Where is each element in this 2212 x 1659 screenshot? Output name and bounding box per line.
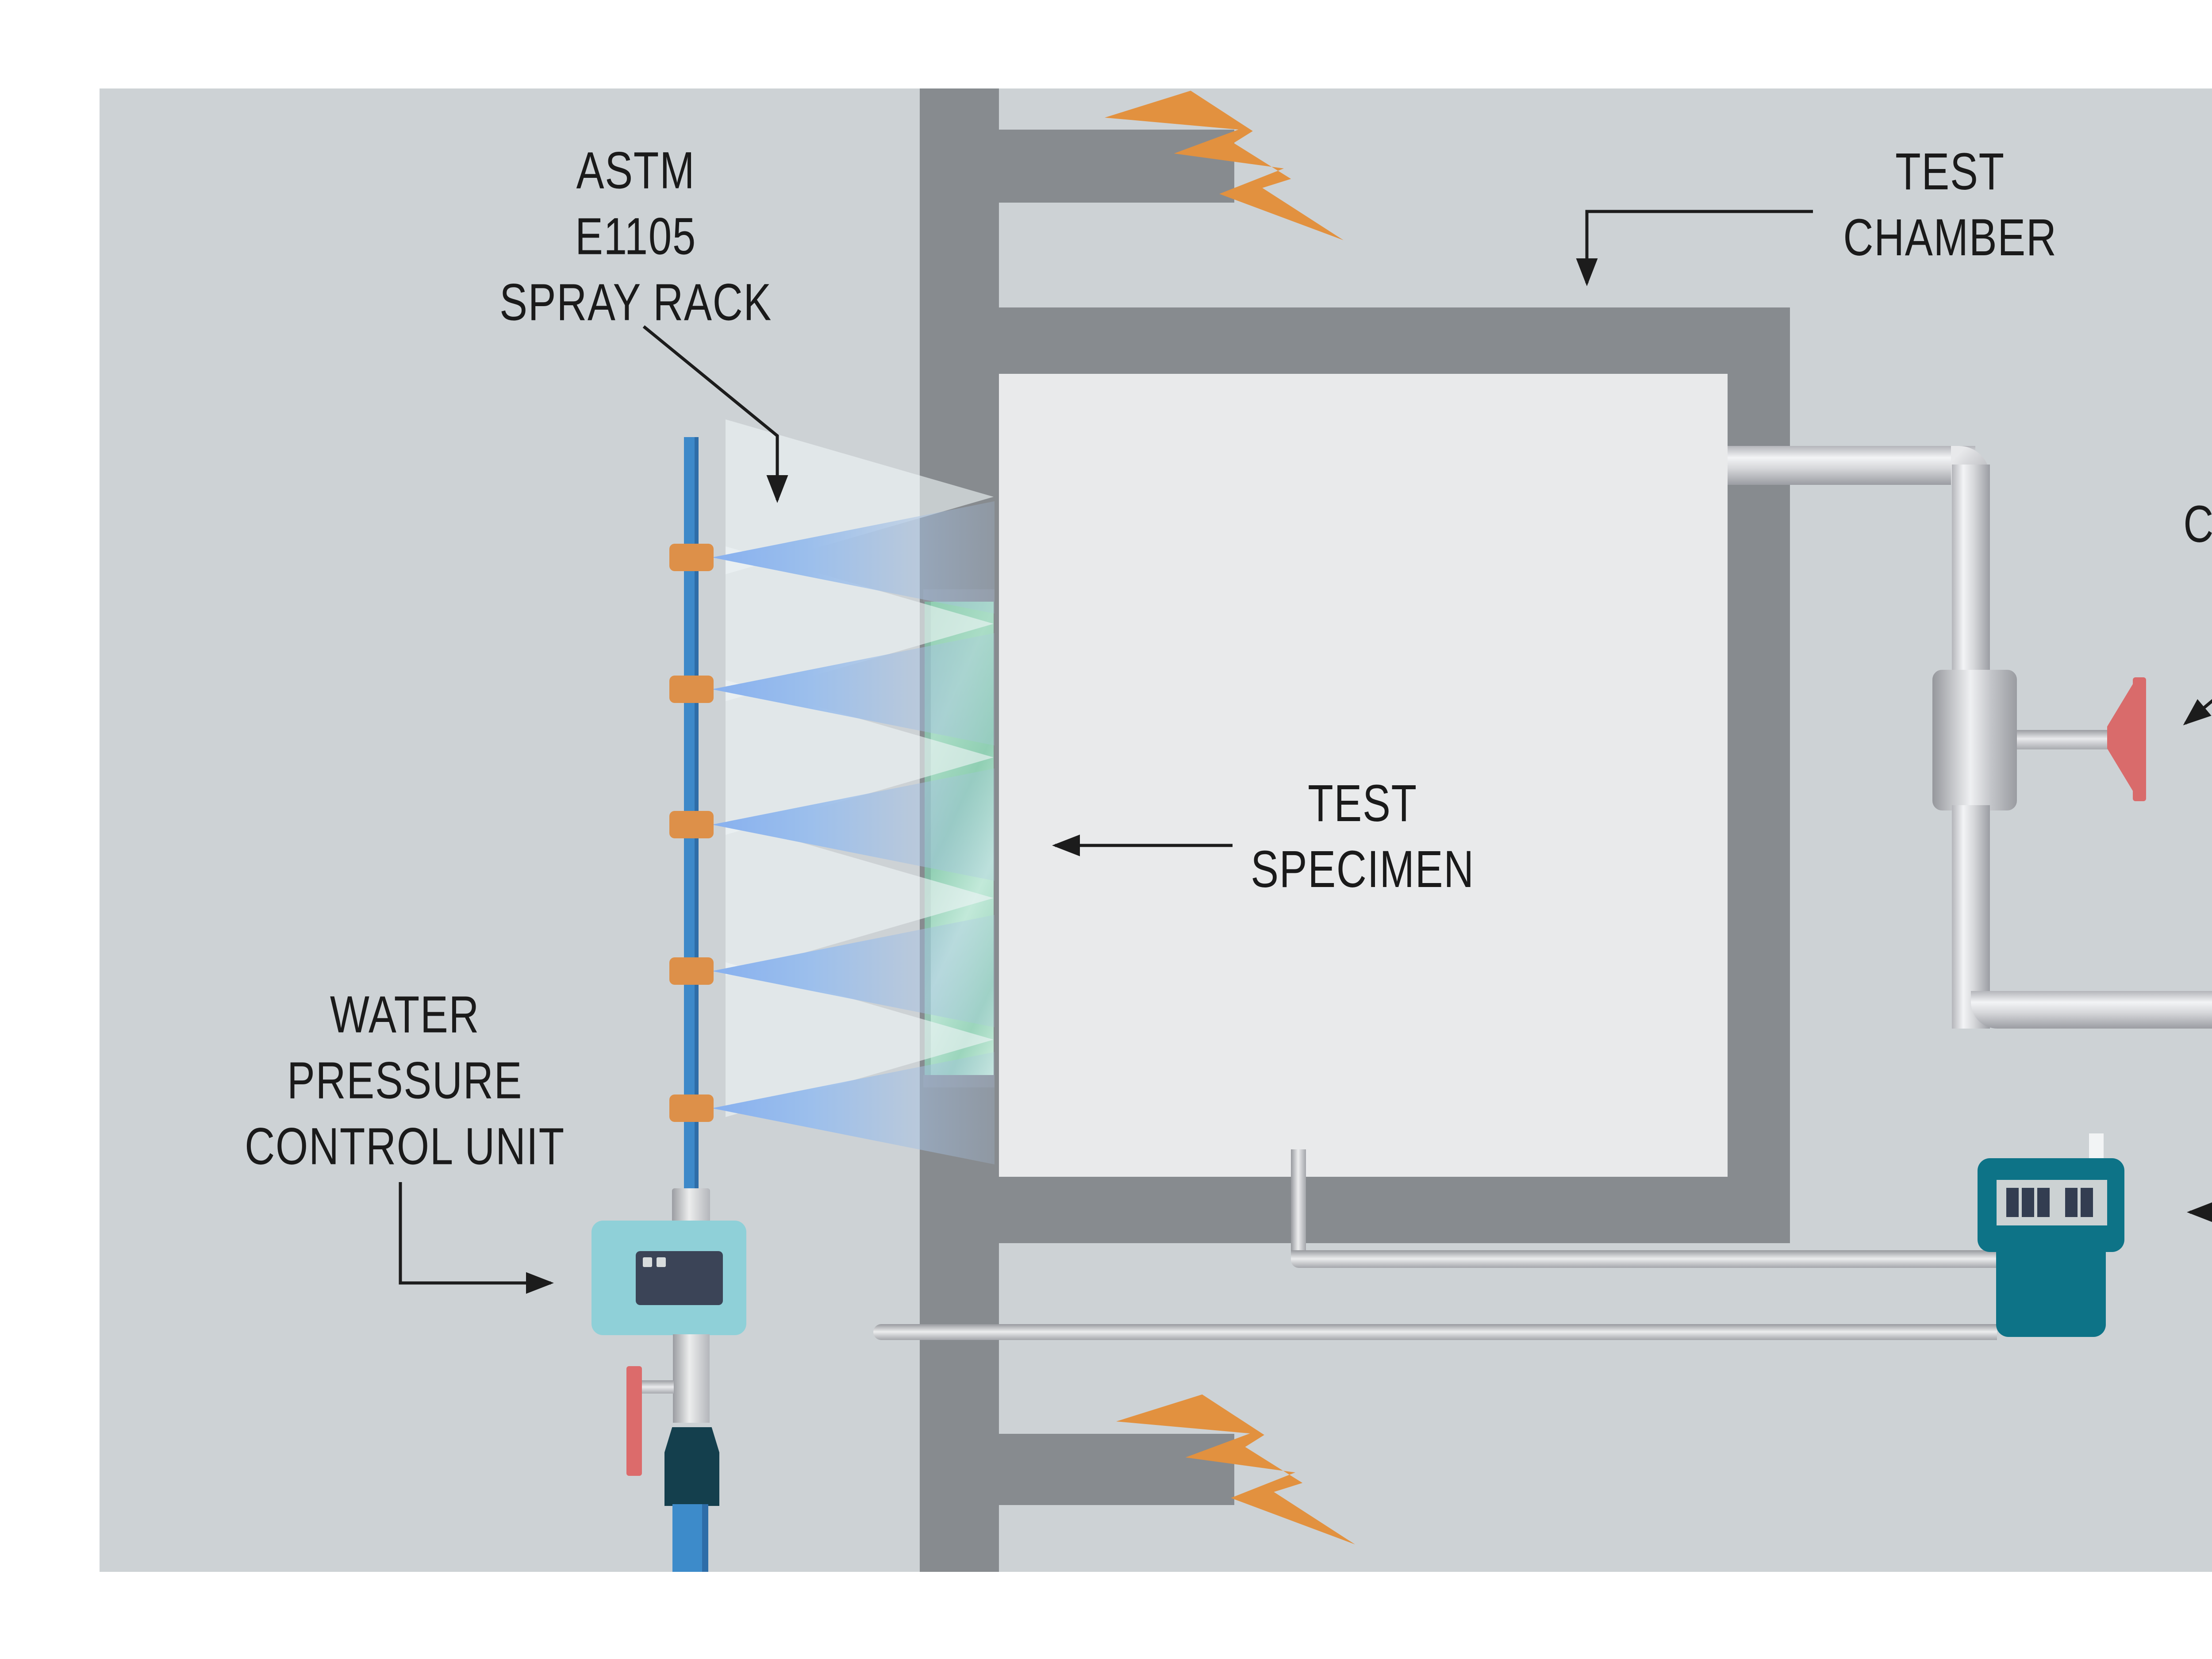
chamber-top-bar	[999, 307, 1790, 374]
device-antenna	[2089, 1133, 2104, 1160]
water-hose	[672, 1504, 708, 1572]
display-bar	[2006, 1188, 2019, 1217]
label-test-specimen: TEST SPECIMEN	[1251, 774, 1475, 899]
valve-handle-bar	[2133, 677, 2146, 801]
label-test-chamber: TEST CHAMBER	[1843, 142, 2057, 267]
label-spray-rack: ASTM E1105 SPRAY RACK	[499, 141, 772, 332]
outlet-pipe-vertical	[1952, 465, 1990, 672]
display-bar	[2081, 1188, 2093, 1217]
probe-pipe	[873, 1324, 1997, 1340]
unit-lower-pipe	[673, 1334, 710, 1423]
device-display	[1997, 1180, 2107, 1225]
supply-collar	[672, 1188, 710, 1223]
unit-indicator-light	[657, 1257, 666, 1267]
leader-water-unit	[399, 1182, 554, 1294]
leader-valve	[2183, 699, 2212, 726]
unit-display	[636, 1251, 723, 1305]
drain-pipe-vertical	[1291, 1149, 1306, 1260]
lever-handle	[626, 1366, 642, 1476]
lightning-bolt-icon	[1105, 91, 1344, 240]
valve-stem	[2017, 730, 2110, 749]
valve-body	[1932, 670, 2017, 810]
spray-nozzle	[669, 957, 714, 985]
lever-stem	[642, 1380, 674, 1394]
label-water-pressure-control-unit: WATER PRESSURE CONTROL UNIT	[245, 985, 565, 1176]
display-bar	[2065, 1188, 2078, 1217]
device-lower-body	[1996, 1250, 2106, 1337]
drain-pipe-horizontal	[1291, 1250, 1997, 1268]
chamber-bottom-bar	[999, 1177, 1790, 1243]
display-bar	[2037, 1188, 2050, 1217]
wall-stub-top	[999, 130, 1234, 203]
unit-indicator-light	[643, 1257, 652, 1267]
spray-nozzle	[669, 676, 714, 703]
chamber-interior	[999, 374, 1728, 1177]
lightning-bolt-icon	[1116, 1394, 1355, 1544]
spray-nozzle	[669, 811, 714, 838]
exhaust-pipe-horizontal	[1971, 991, 2212, 1029]
wall-stub-bottom	[999, 1434, 1234, 1505]
label-pressure-control-valve: PRESSURE CONTROL VALVE	[2183, 495, 2212, 553]
leader-spray-rack	[642, 325, 788, 503]
spray-nozzle	[669, 544, 714, 571]
spray-nozzle	[669, 1094, 714, 1122]
outlet-pipe-horizontal	[1728, 446, 1975, 485]
leader-test-chamber	[1576, 210, 1813, 286]
hose-nozzle	[664, 1427, 719, 1506]
display-bar	[2022, 1188, 2034, 1217]
